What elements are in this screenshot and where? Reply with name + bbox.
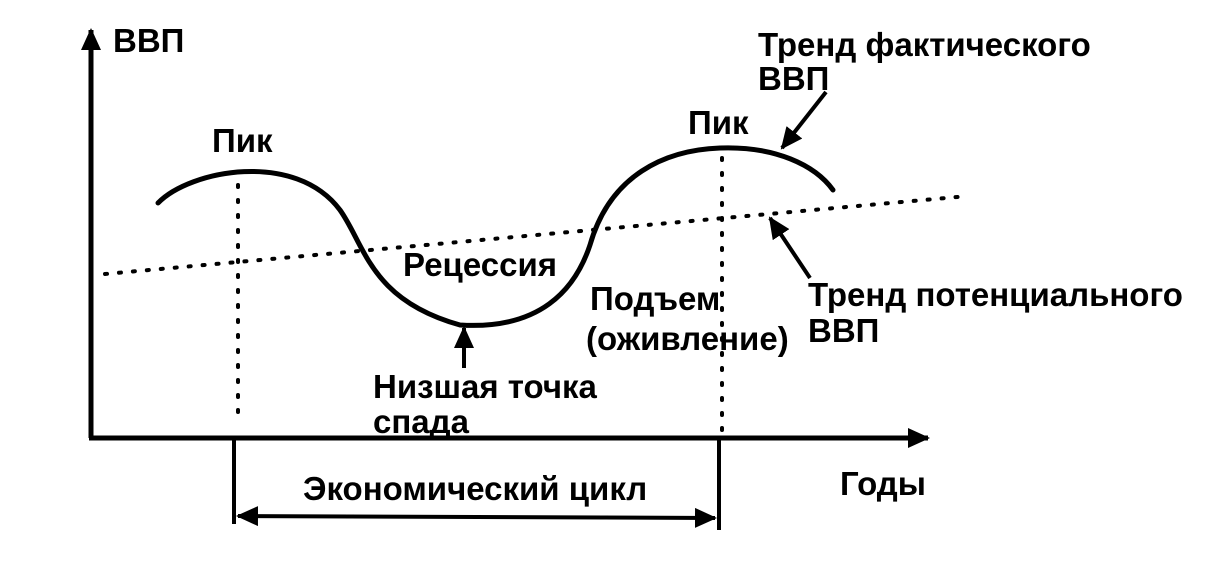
peak-right-label: Пик <box>688 104 749 141</box>
actual-gdp-curve <box>155 145 836 328</box>
economic-cycle-label: Экономический цикл <box>303 470 647 507</box>
potential-trend-label-line1: Тренд потенциального <box>808 276 1183 313</box>
potential-trend-arrow <box>768 216 812 280</box>
cycle-double-arrow <box>236 506 717 528</box>
actual-trend-arrow <box>780 90 828 150</box>
x-axis-label: Годы <box>840 465 926 502</box>
trough-label-line1: Низшая точка <box>373 368 598 405</box>
potential-trend-label-line2: ВВП <box>808 312 879 349</box>
peak-left-label: Пик <box>212 122 273 159</box>
potential-gdp-trend-line <box>103 194 970 276</box>
trough-label-line2: спада <box>373 403 470 440</box>
recovery-label-line2: (оживление) <box>586 320 789 357</box>
recession-label: Рецессия <box>403 246 557 283</box>
actual-trend-label-line1: Тренд фактического <box>758 26 1091 63</box>
actual-trend-label-line2: ВВП <box>758 60 829 97</box>
recovery-label-line1: Подъем <box>590 280 720 317</box>
y-axis-label: ВВП <box>113 22 184 59</box>
